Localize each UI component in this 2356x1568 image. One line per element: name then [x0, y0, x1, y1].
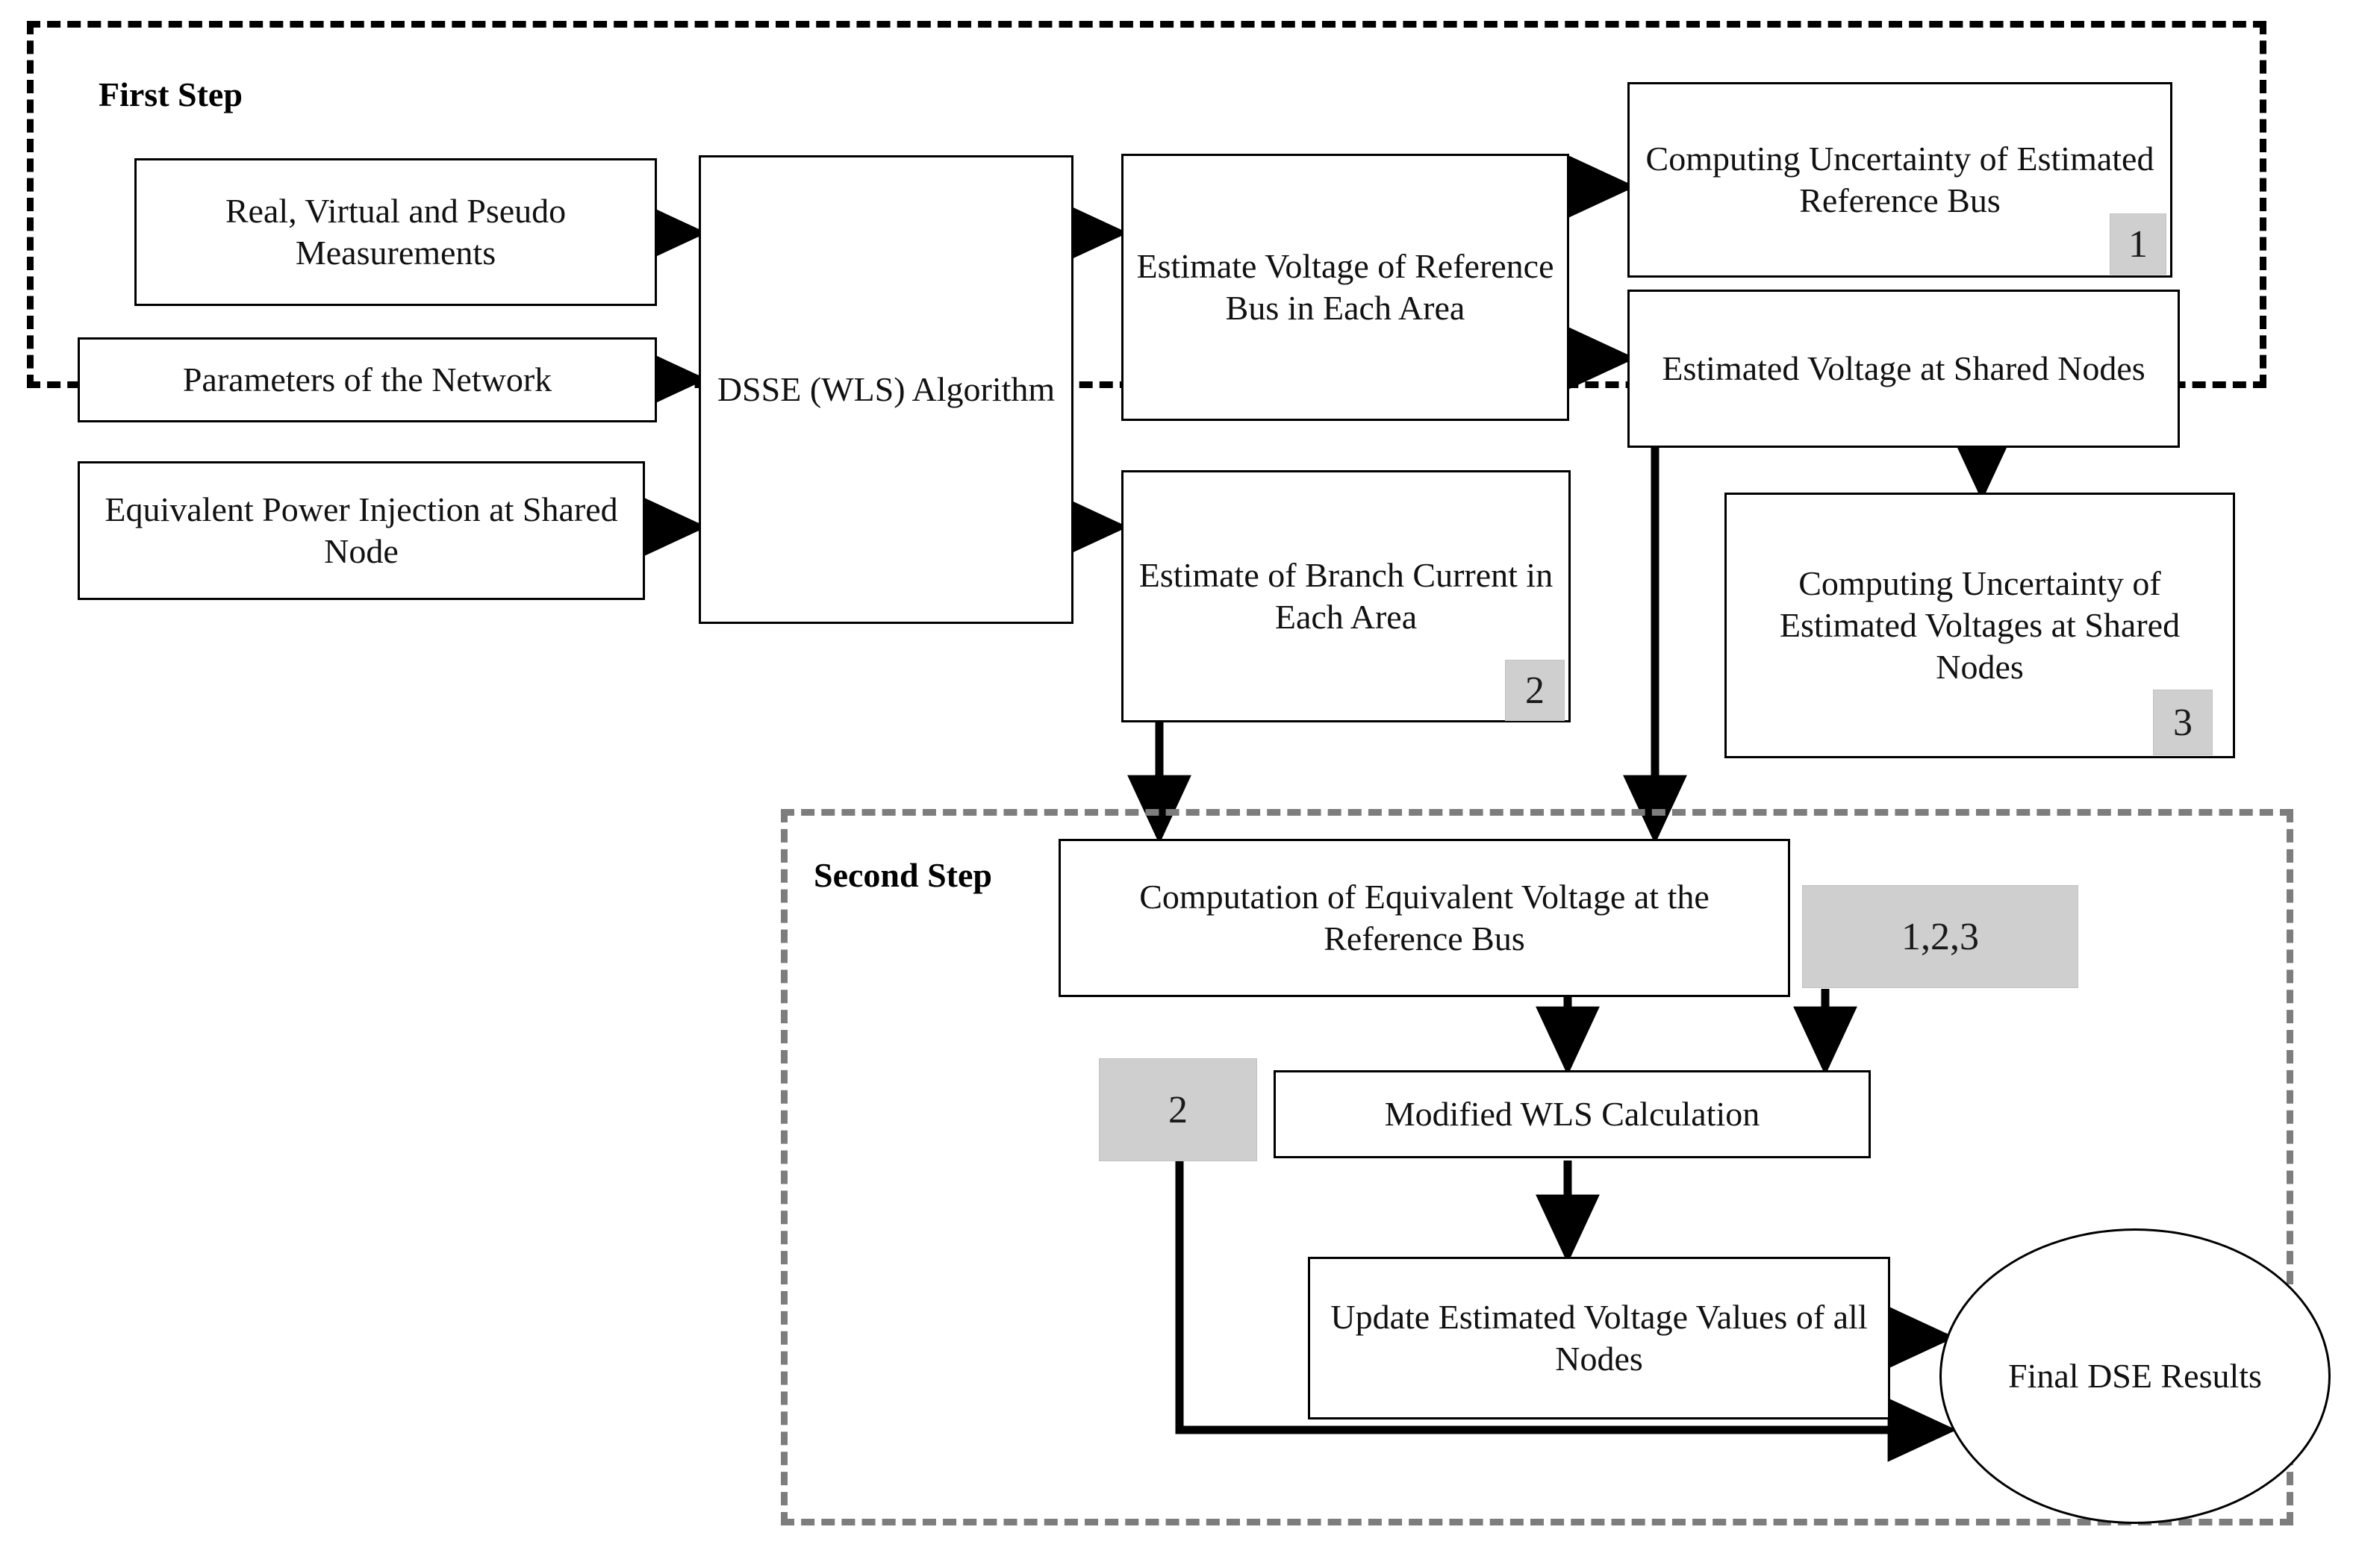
second-step-label: Second Step: [814, 856, 992, 894]
badge-3: 3: [2153, 690, 2213, 755]
node-estimated-voltage-shared[interactable]: Estimated Voltage at Shared Nodes: [1627, 290, 2180, 448]
badge-1-2-3: 1,2,3: [1802, 885, 2078, 988]
node-estimate-branch-current[interactable]: Estimate of Branch Current in Each Area: [1121, 470, 1571, 722]
node-measurements[interactable]: Real, Virtual and Pseudo Measurements: [134, 158, 657, 306]
node-estimate-voltage-reference[interactable]: Estimate Voltage of Reference Bus in Eac…: [1121, 154, 1569, 421]
node-parameters[interactable]: Parameters of the Network: [78, 337, 657, 422]
badge-1: 1: [2110, 213, 2166, 275]
badge-2: 2: [1505, 660, 1565, 721]
first-step-label: First Step: [99, 75, 243, 113]
node-computing-uncertainty-reference[interactable]: Computing Uncertainty of Estimated Refer…: [1627, 82, 2172, 278]
node-update-estimated-voltage[interactable]: Update Estimated Voltage Values of all N…: [1308, 1257, 1890, 1419]
node-computing-uncertainty-shared[interactable]: Computing Uncertainty of Estimated Volta…: [1724, 493, 2235, 758]
node-power-injection[interactable]: Equivalent Power Injection at Shared Nod…: [78, 461, 645, 600]
second-step-region: [781, 809, 2293, 1525]
node-dsse-algorithm[interactable]: DSSE (WLS) Algorithm: [699, 155, 1073, 624]
node-modified-wls[interactable]: Modified WLS Calculation: [1274, 1070, 1871, 1158]
node-computation-equivalent-voltage[interactable]: Computation of Equivalent Voltage at the…: [1059, 839, 1790, 997]
badge-2-second-step: 2: [1099, 1058, 1257, 1161]
node-final-dse-results[interactable]: Final DSE Results: [1939, 1228, 2331, 1524]
